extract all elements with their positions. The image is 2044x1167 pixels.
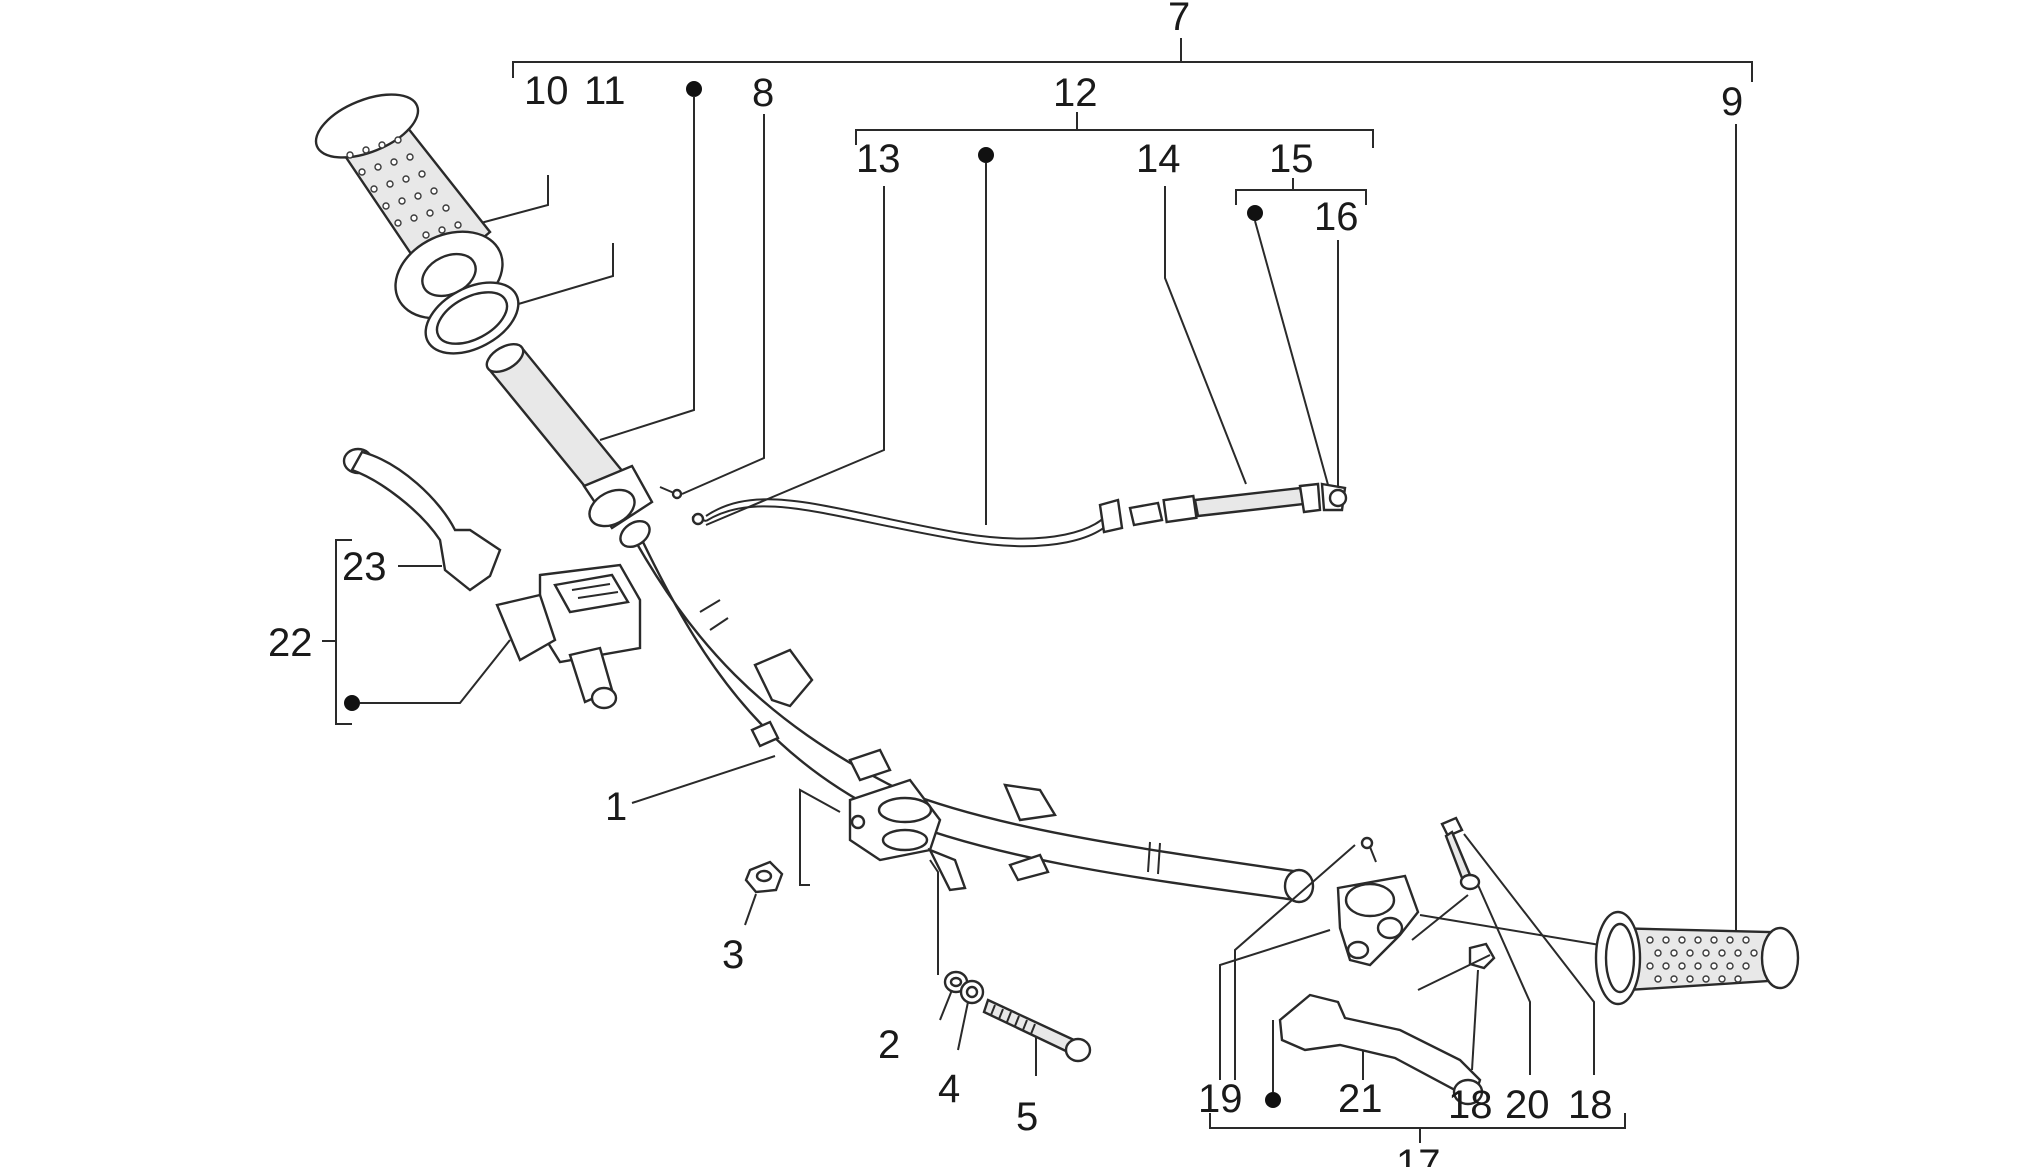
throttle-cable <box>691 482 1348 548</box>
label-2: 2 <box>878 1023 900 1067</box>
label-13: 13 <box>856 137 901 181</box>
bracket-7 <box>512 38 1753 82</box>
label-20: 20 <box>1505 1083 1550 1127</box>
label-7: 7 <box>1168 0 1190 39</box>
marker-dot-master-cylinder <box>344 695 360 711</box>
screw-18-upper <box>1440 816 1472 880</box>
marker-dot-cable <box>978 147 994 163</box>
left-brake-lever <box>342 447 502 592</box>
bolt-5 <box>982 998 1092 1063</box>
label-11: 11 <box>584 69 626 113</box>
center-clamp <box>848 778 967 892</box>
label-18-left: 18 <box>1448 1083 1493 1127</box>
label-4: 4 <box>938 1067 960 1111</box>
label-18-right: 18 <box>1568 1083 1613 1127</box>
label-15: 15 <box>1269 137 1314 181</box>
label-21: 21 <box>1338 1077 1383 1121</box>
lever-bracket <box>1336 874 1420 967</box>
marker-dot-grip-sleeve <box>686 81 702 97</box>
screw-19 <box>1360 836 1377 863</box>
nut-3 <box>744 860 784 894</box>
grip-texture-right <box>1646 936 1758 983</box>
label-14: 14 <box>1136 137 1181 181</box>
bracket-17 <box>1209 1113 1626 1143</box>
bracket-22 <box>322 539 352 725</box>
label-16: 16 <box>1314 195 1359 239</box>
grip-texture-left <box>346 136 462 239</box>
label-19: 19 <box>1198 1077 1243 1121</box>
label-5: 5 <box>1016 1095 1038 1139</box>
marker-dot-lever <box>1265 1092 1281 1108</box>
label-22: 22 <box>268 621 313 665</box>
label-8: 8 <box>752 71 774 115</box>
label-23: 23 <box>342 545 387 589</box>
label-12: 12 <box>1053 71 1098 115</box>
bracket-15 <box>1235 178 1367 205</box>
handlebar-tube <box>619 519 1315 904</box>
washer-4 <box>959 979 985 1005</box>
label-1: 1 <box>605 785 627 829</box>
screw-8 <box>659 486 683 500</box>
label-9: 9 <box>1721 80 1743 124</box>
right-lever-21 <box>1278 993 1484 1106</box>
grommet-20 <box>1459 873 1481 891</box>
washer-ring <box>424 281 520 355</box>
label-10: 10 <box>524 69 569 113</box>
brake-master-cylinder <box>495 563 642 710</box>
bracket-12 <box>855 112 1374 148</box>
marker-dot-cable-end <box>1247 205 1263 221</box>
nut-18 <box>1468 942 1496 970</box>
label-17: 17 <box>1396 1142 1441 1167</box>
right-handgrip <box>1594 910 1800 1006</box>
label-3: 3 <box>722 933 744 977</box>
throttle-sleeve <box>485 342 654 530</box>
